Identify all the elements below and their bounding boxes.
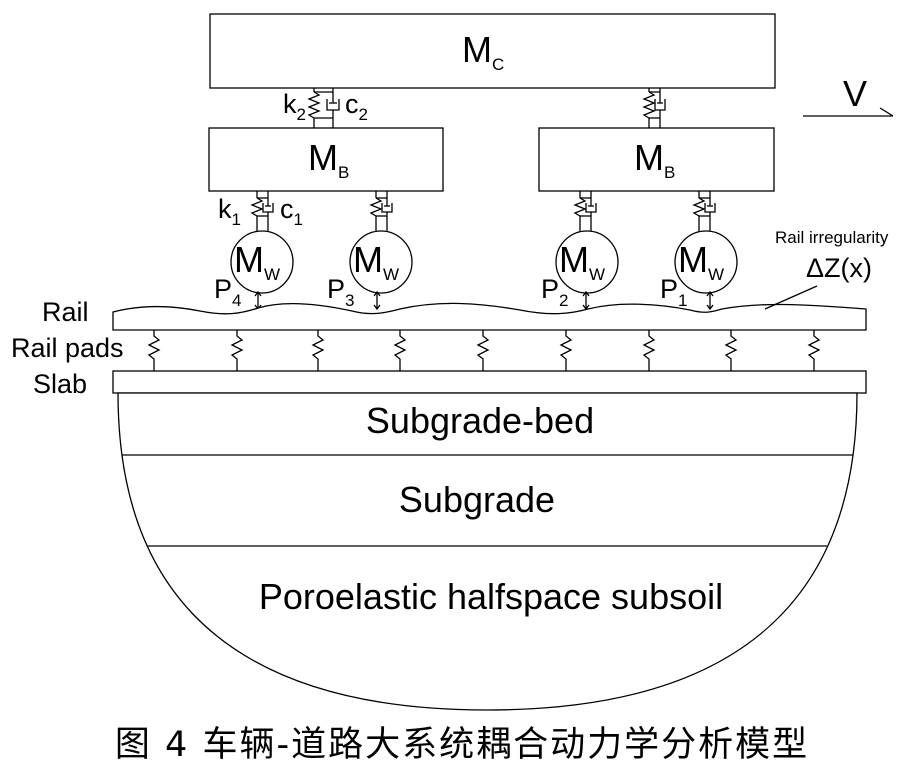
wheel-4-label: MW bbox=[678, 239, 724, 284]
car-body-box bbox=[209, 13, 776, 89]
bogie-right-label: MB bbox=[634, 137, 675, 182]
subgrade-label: Subgrade bbox=[399, 479, 555, 520]
rail-label: Rail bbox=[42, 297, 89, 327]
wheel-1-label: MW bbox=[234, 239, 280, 284]
secondary-suspension-right bbox=[642, 88, 666, 128]
rail-irregularity-label: Rail irregularity bbox=[775, 228, 889, 247]
force-label-p1: P1 bbox=[660, 274, 687, 310]
wheel-3-label: MW bbox=[559, 239, 605, 284]
bogie-left-box bbox=[208, 127, 444, 192]
velocity-arrow bbox=[803, 107, 894, 117]
velocity-label: V bbox=[843, 73, 867, 114]
wheel-1-circle bbox=[230, 230, 294, 294]
car-body-label: MC bbox=[462, 29, 504, 74]
contact-force-marker-3 bbox=[373, 290, 381, 311]
wheel-2-label: MW bbox=[353, 239, 399, 284]
contact-force-marker-4 bbox=[254, 290, 262, 311]
contact-force-marker-2 bbox=[582, 290, 590, 311]
slab-layer bbox=[112, 370, 867, 394]
rail-beam bbox=[112, 302, 867, 331]
bogie-left-label: MB bbox=[308, 137, 349, 182]
secondary-stiffness-label: k2 bbox=[283, 89, 306, 124]
force-label-p2: P2 bbox=[541, 274, 568, 310]
subgrade-bed-label: Subgrade-bed bbox=[366, 400, 594, 441]
primary-stiffness-label: k1 bbox=[218, 194, 241, 229]
primary-suspension-3 bbox=[573, 191, 597, 232]
rail-pads-springs bbox=[147, 330, 821, 371]
slab-label: Slab bbox=[33, 369, 87, 399]
primary-suspension-2 bbox=[369, 191, 393, 232]
contact-force-marker-1 bbox=[706, 290, 714, 311]
force-label-p4: P4 bbox=[214, 274, 241, 310]
primary-damping-label: c1 bbox=[280, 194, 303, 229]
rail-irregularity-symbol: ΔZ(x) bbox=[806, 253, 872, 283]
primary-suspension-4 bbox=[692, 191, 716, 232]
wheel-2-circle bbox=[349, 230, 413, 294]
secondary-damping-label: c2 bbox=[345, 89, 368, 124]
wheel-4-circle bbox=[674, 230, 738, 294]
rail-pads-label: Rail pads bbox=[11, 333, 124, 363]
figure-caption: 图 4 车辆-道路大系统耦合动力学分析模型 bbox=[114, 725, 810, 765]
subsoil-label: Poroelastic halfspace subsoil bbox=[259, 576, 723, 617]
force-label-p3: P3 bbox=[327, 274, 354, 310]
rail-irregularity-leader bbox=[764, 285, 818, 310]
secondary-suspension-left bbox=[307, 88, 340, 128]
bogie-right-box bbox=[538, 127, 775, 192]
primary-suspension-1 bbox=[250, 191, 274, 232]
